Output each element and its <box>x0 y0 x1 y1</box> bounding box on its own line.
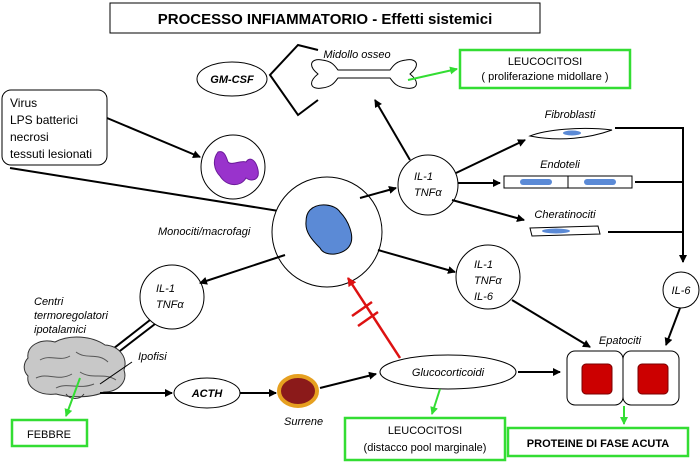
leucocitosi-midollare-title: LEUCOCITOSI <box>508 56 582 68</box>
tnf-label-left: TNFα <box>156 299 184 311</box>
tnf-label-upper: TNFα <box>414 187 442 199</box>
fibroblasti-to-il6-arrow <box>615 127 687 263</box>
cytokine-node-middle: IL-1 TNFα IL-6 <box>455 244 521 310</box>
inhibition-arrow <box>346 277 402 359</box>
page-title: PROCESSO INFIAMMATORIO - Effetti sistemi… <box>158 11 492 28</box>
proteine-box: PROTEINE DI FASE ACUTA <box>506 426 690 458</box>
stimulus-tessuti: tessuti lesionati <box>10 147 92 161</box>
stimulus-lps: LPS batterici <box>10 113 78 127</box>
centri-label-2: termoregolatori <box>34 310 109 322</box>
il6-node: IL-6 <box>662 271 700 309</box>
keratinocyte-icon <box>529 225 601 237</box>
hepatocyte-icon <box>566 350 680 406</box>
bone-icon <box>311 59 417 89</box>
proteine-label: PROTEINE DI FASE ACUTA <box>527 438 669 450</box>
stimuli-box: Virus LPS batterici necrosi tessuti lesi… <box>1 89 108 166</box>
il6-to-epatociti-arrow <box>664 307 681 346</box>
brain-icon <box>23 336 126 399</box>
acth-node: ACTH <box>173 377 241 409</box>
cytokine-to-bone-arrow <box>374 99 411 161</box>
gmcsf-feedback-arrow <box>268 43 319 117</box>
epatociti-label: Epatociti <box>599 335 642 347</box>
ipofisi-label: Ipofisi <box>138 351 167 363</box>
cytokine-to-cheratinociti-arrow <box>451 199 525 222</box>
cheratinociti-label: Cheratinociti <box>534 209 596 221</box>
endothelium-icon <box>503 175 633 189</box>
brain-to-febbre-arrow <box>64 377 81 417</box>
neutrophil-icon <box>200 134 266 200</box>
leucocitosi-marginale-sub: (distacco pool marginale) <box>364 442 487 454</box>
leucocitosi-marginale-box: LEUCOCITOSI (distacco pool marginale) <box>343 416 507 462</box>
cytokine-node-upper: IL-1 TNFα <box>397 154 459 216</box>
leucocitosi-marginale-title: LEUCOCITOSI <box>388 425 462 437</box>
il1-label-left: IL-1 <box>156 283 175 295</box>
glucocorticoidi-to-leucocitosi-arrow <box>430 388 441 415</box>
febbre-label: FEBBRE <box>27 429 71 441</box>
macrophage-to-cytokine-arrow <box>359 186 397 199</box>
title-box: PROCESSO INFIAMMATORIO - Effetti sistemi… <box>109 2 541 34</box>
gmcsf-label: GM-CSF <box>210 74 254 86</box>
glucocorticoidi-label: Glucocorticoidi <box>412 367 485 379</box>
endoteli-label: Endoteli <box>540 159 580 171</box>
centri-label-1: Centri <box>34 296 64 308</box>
il6-label-middle: IL-6 <box>474 291 494 303</box>
il1-label-upper: IL-1 <box>414 171 433 183</box>
monociti-label: Monociti/macrofagi <box>158 226 251 238</box>
macrophage-to-cytokine-middle-arrow <box>377 249 456 274</box>
stimulus-virus: Virus <box>10 96 37 110</box>
cytokine-middle-to-epatociti-arrow <box>511 299 591 348</box>
leucocitosi-midollare-sub: ( proliferazione midollare ) <box>481 71 608 83</box>
il6-label-right: IL-6 <box>672 285 692 297</box>
ipofisi-pointer <box>99 361 133 385</box>
fibroblast-icon <box>528 127 613 140</box>
midollo-label: Midollo osseo <box>323 49 390 61</box>
bone-to-leucocitosi-arrow <box>407 66 458 81</box>
surrene-icon <box>277 374 319 408</box>
surrene-to-glucocorticoidi-arrow <box>319 371 377 389</box>
surrene-label: Surrene <box>284 416 323 428</box>
cytokine-node-left: IL-1 TNFα <box>139 264 205 330</box>
fibroblasti-label: Fibroblasti <box>545 109 596 121</box>
gmcsf-node: GM-CSF <box>196 61 268 97</box>
cytokine-to-fibroblasti-arrow <box>455 139 526 174</box>
glucocorticoidi-node: Glucocorticoidi <box>379 354 517 390</box>
tnf-label-middle: TNFα <box>474 275 502 287</box>
centri-label-3: ipotalamici <box>34 324 87 336</box>
leucocitosi-midollare-box: LEUCOCITOSI ( proliferazione midollare ) <box>458 48 632 90</box>
stimuli-to-neutrophil-arrow <box>106 117 201 158</box>
febbre-box: FEBBRE <box>10 418 89 448</box>
macrophage-to-cytokine-left-arrow <box>199 254 286 285</box>
macrophage-node <box>271 176 383 288</box>
stimulus-necrosi: necrosi <box>10 130 49 144</box>
stimuli-to-macrophage-arrow <box>9 167 286 215</box>
acth-label: ACTH <box>191 388 224 400</box>
il1-label-middle: IL-1 <box>474 259 493 271</box>
